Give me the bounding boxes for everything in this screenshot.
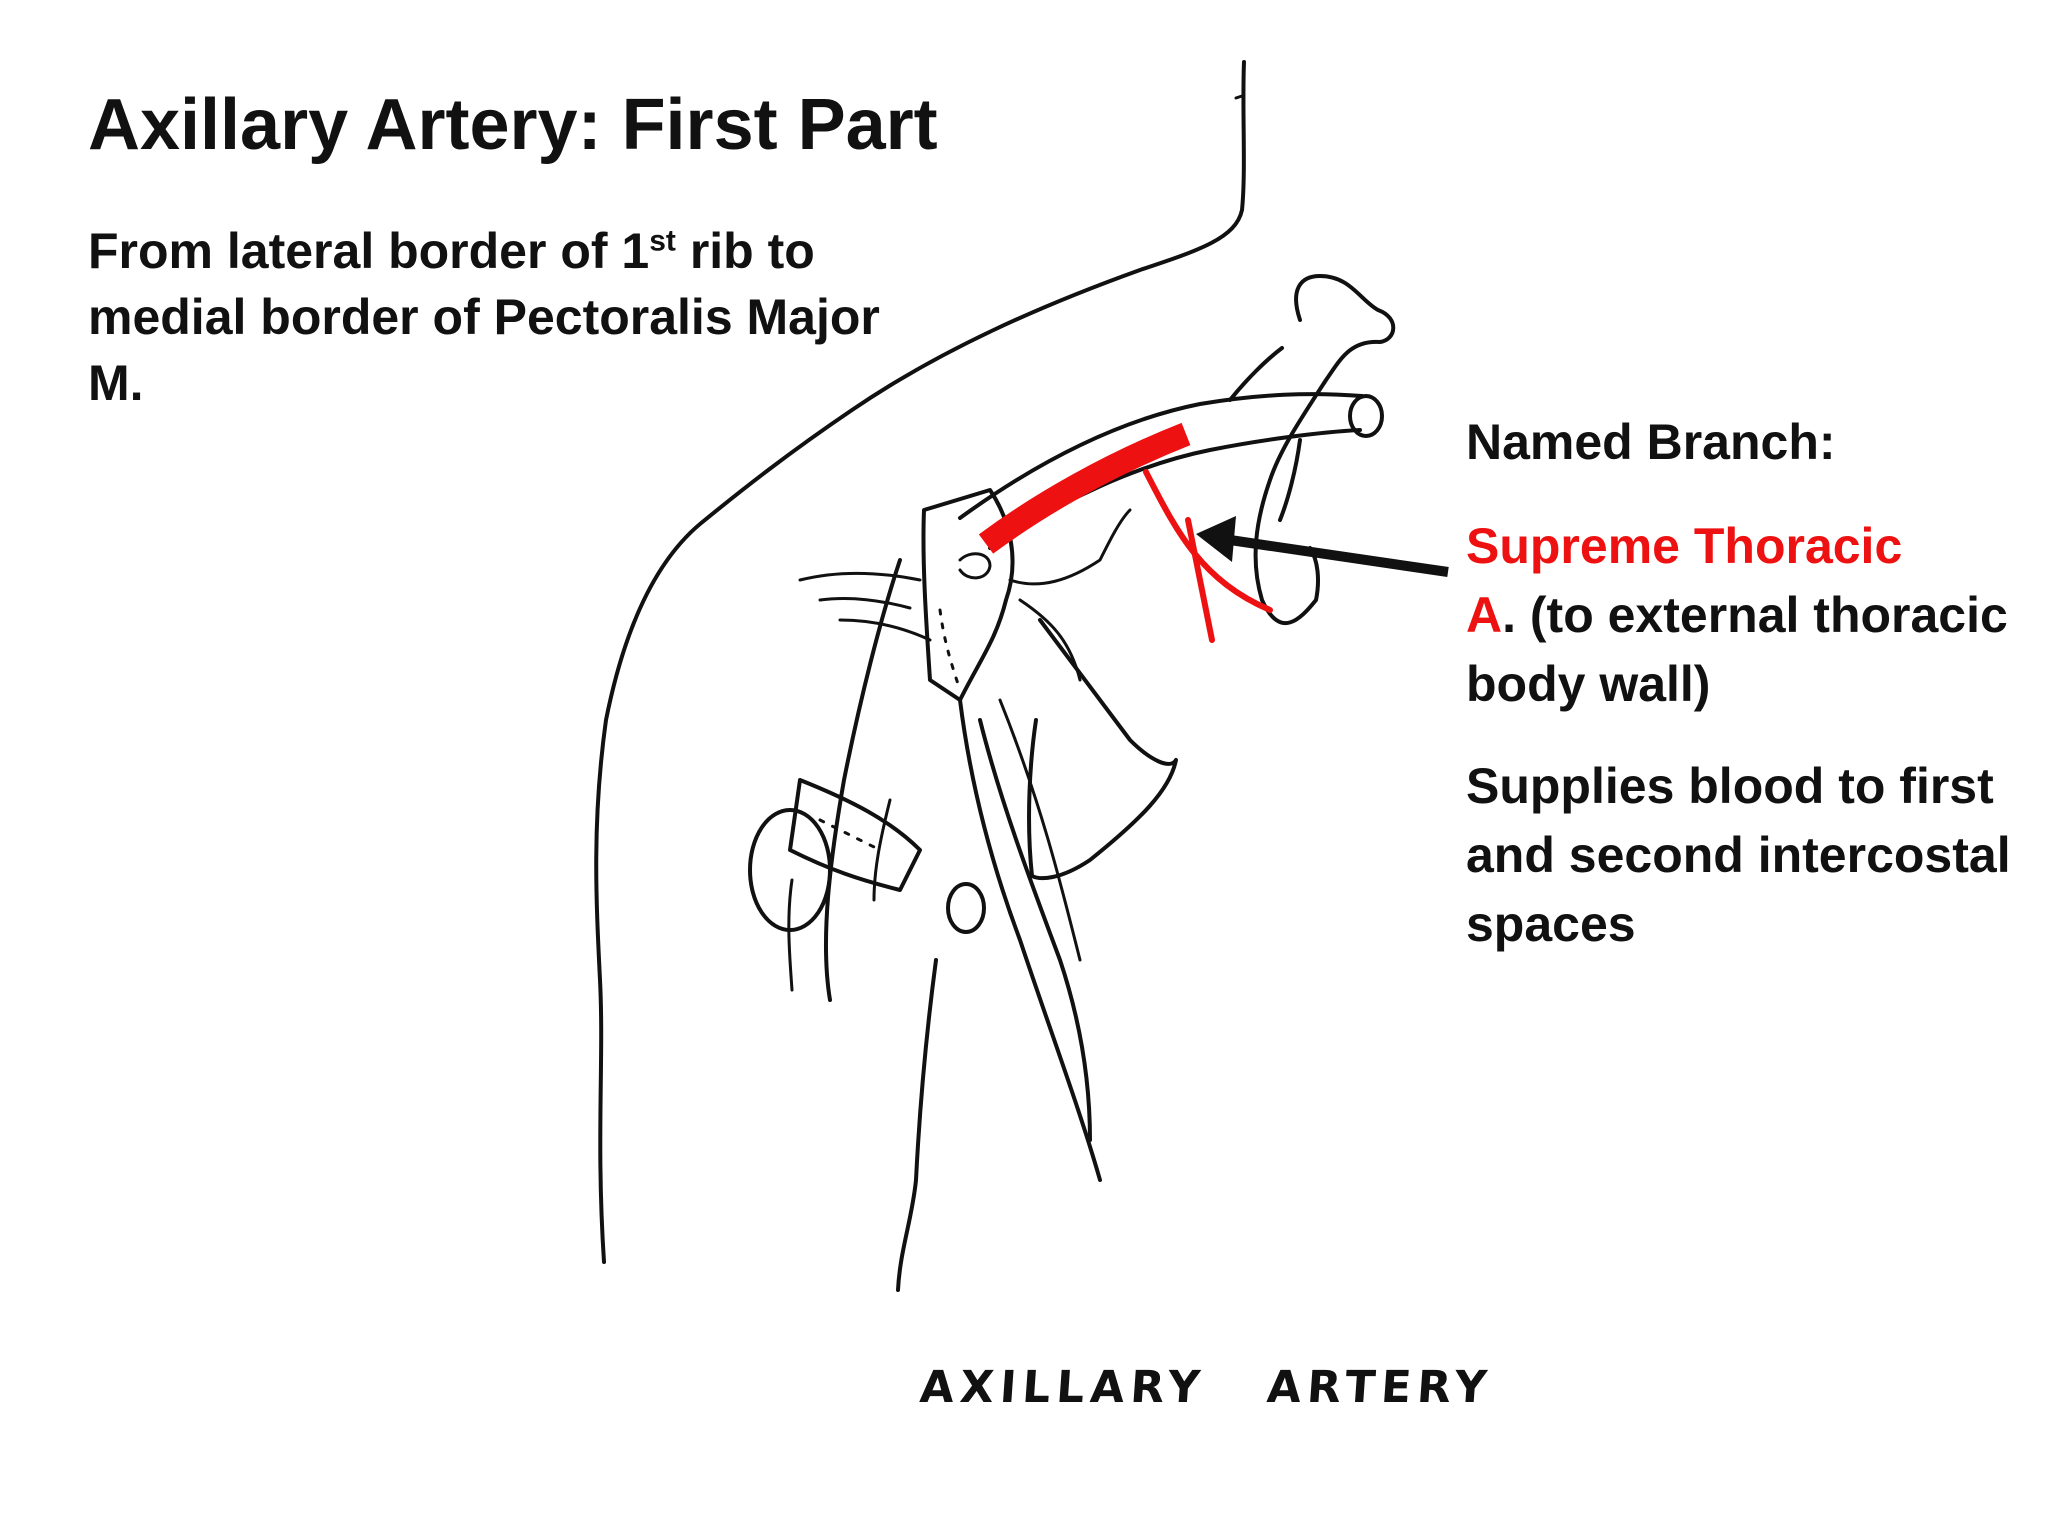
clavicle-end xyxy=(1348,394,1384,438)
branch-name-rest: . (to external thoracic body wall) xyxy=(1466,587,2008,712)
coracoid-outline xyxy=(1228,346,1302,522)
vessel-bundle-3 xyxy=(978,718,1092,1142)
axilla-lines xyxy=(787,798,892,992)
vessel-bundle-1 xyxy=(823,558,902,1002)
drawing-caption: AXILLARY ARTERY xyxy=(918,1362,1495,1413)
pointer-arrow-head xyxy=(1196,516,1236,562)
branch-heading: Named Branch: xyxy=(1466,414,1836,470)
slide-title: Axillary Artery: First Part xyxy=(88,85,938,165)
branch-name: Supreme Thoracic A. (to external thoraci… xyxy=(1466,512,2026,719)
loop-left xyxy=(748,808,832,932)
supply-note: Supplies blood to first and second inter… xyxy=(1466,758,2011,952)
vessel-bundle-4 xyxy=(998,698,1082,962)
muscle-stipple xyxy=(938,608,962,692)
small-knot xyxy=(958,552,992,580)
pectoralis-minor-outline xyxy=(1027,618,1178,881)
neck-shoulder-outline xyxy=(594,60,1246,1264)
humerus-stipple xyxy=(818,818,882,852)
definition-text: From lateral border of 1st rib to medial… xyxy=(88,218,1068,416)
branch-lines-right xyxy=(1008,508,1132,682)
definition-line3: M. xyxy=(88,355,144,411)
pointer-arrow-line xyxy=(1229,535,1449,577)
branch-name-red-1: Supreme Thoracic xyxy=(1466,518,1903,574)
loop-center xyxy=(946,882,986,934)
definition-line1-end: rib to xyxy=(675,223,815,279)
definition-superscript: st xyxy=(649,224,676,258)
definition-line1-start: From lateral border of 1 xyxy=(88,223,650,279)
definition-line2: medial border of Pectoralis Major xyxy=(88,289,880,345)
axillary-first-part-highlight xyxy=(978,422,1191,554)
inner-arm-line xyxy=(896,958,938,1292)
supreme-thoracic-artery-highlight xyxy=(1143,469,1273,643)
branch-lines-left xyxy=(798,571,932,642)
acromion-outline xyxy=(1253,274,1396,626)
neck-tick xyxy=(1234,94,1244,100)
branch-name-red-2: A xyxy=(1466,587,1503,643)
humerus-piece xyxy=(788,778,922,892)
vessel-bundle-2 xyxy=(958,698,1102,1182)
